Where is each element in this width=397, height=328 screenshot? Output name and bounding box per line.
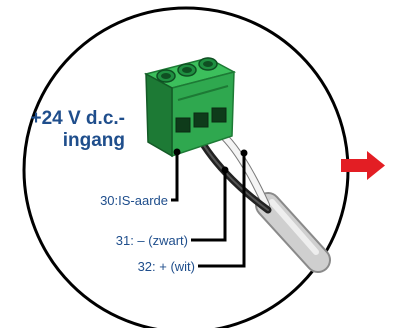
wire-entry-holes bbox=[175, 107, 227, 133]
terminal-label-black: 31: – (zwart) bbox=[116, 233, 188, 248]
right-arrow-icon bbox=[341, 151, 385, 180]
detail-circle bbox=[22, 6, 350, 328]
terminal-block-connector bbox=[143, 57, 237, 158]
terminal-label-ground: 30:IS-aarde bbox=[100, 193, 168, 208]
leader-line-ground bbox=[171, 152, 179, 202]
terminal-label-white: 32: + (wit) bbox=[138, 259, 195, 274]
leader-line-black bbox=[191, 170, 227, 242]
input-label-line1: +24 V d.c.- bbox=[30, 108, 125, 129]
screw-heads bbox=[156, 57, 218, 83]
leader-line-white bbox=[198, 153, 246, 268]
cable bbox=[255, 192, 331, 273]
input-label-line2: ingang bbox=[63, 130, 125, 151]
